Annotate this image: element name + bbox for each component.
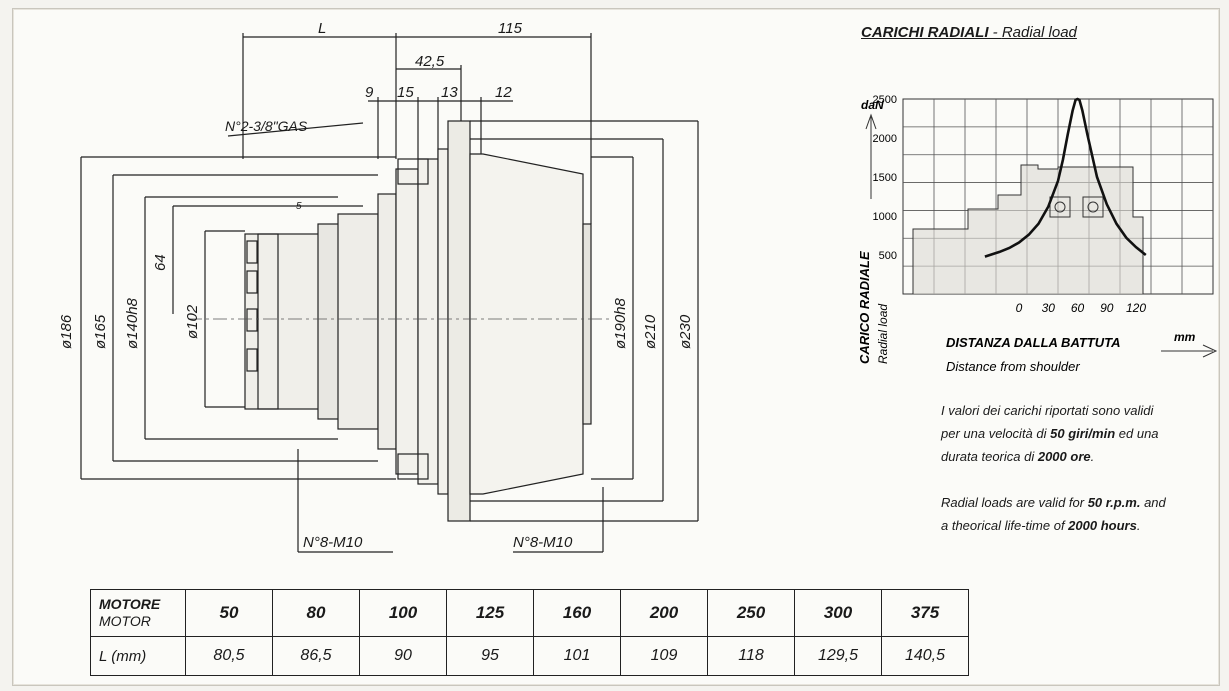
row-label: L (mm) [90,636,186,676]
gas-thread-label: N°2-3/8"GAS [225,118,308,134]
chart-y-tick-label: 2000 [873,133,897,145]
chart-title-sep: - [988,24,1002,41]
chart-y-arrow [865,113,877,199]
chart-bearing-right [1082,196,1104,218]
dia-210-label: ø210 [642,314,659,349]
dia-102-label: ø102 [184,304,201,339]
length-cell: 109 [620,636,708,676]
chart-bearing-left-ball [1054,201,1066,213]
length-cell: 129,5 [794,636,882,676]
motor-cell: 300 [794,589,882,637]
motor-cell: 200 [620,589,708,637]
length-cell: 101 [533,636,621,676]
dia-190-label: ø190h8 [612,297,629,349]
length-cell: 86,5 [272,636,360,676]
note-en-1a: Radial loads are valid for [941,495,1088,510]
note-en-2a: a theorical life-time of [941,518,1069,533]
dim-115-label: 115 [498,20,523,37]
radial-load-chart: 500 1000 1500 2000 2500 0 30 60 90 120 daN CARICO R… [857,94,1218,374]
motor-cell: 100 [359,589,447,637]
gearbox-drawing: L 115 42,5 9 15 13 12 N°2-3/8"GAS 5 64 ø… [58,20,699,553]
length-cell: 140,5 [881,636,969,676]
header-motor: MOTOR [99,613,151,629]
dia-230-label: ø230 [677,314,694,349]
chart-x-tick-label: 0 [1016,301,1023,315]
chart-y-label: CARICO RADIALE [857,251,872,364]
chart-x-label-sub: Distance from shoulder [946,359,1080,374]
chart-y-unit: daN [861,98,884,112]
chart-shaft-outline [912,164,1144,294]
dia-165-label: ø165 [92,314,109,349]
chart-x-tick-label: 90 [1100,301,1114,315]
dim-l-label: L [318,20,326,37]
chart-y-tick-label: 500 [879,250,897,262]
length-cell: 80,5 [185,636,273,676]
note-en-line-2: a theorical life-time of 2000 hours. [941,514,1226,537]
chart-title: CARICHI RADIALI - Radial load [861,24,1077,41]
note-en-line-1: Radial loads are valid for 50 r.p.m. and [941,491,1226,514]
note-en-2b: 2000 hours [1068,518,1137,533]
chart-y-tick-label: 1500 [873,172,897,184]
chart-x-tick-label: 60 [1071,301,1085,315]
dia-186-label: ø186 [58,314,75,349]
m10-right-label: N°8-M10 [513,534,573,551]
note-it-line-3: durata teorica di 2000 ore. [941,445,1226,468]
dim-13-label: 13 [441,84,458,101]
chart-y-tick-label: 1000 [873,211,897,223]
chart-y-label-sub: Radial load [876,304,890,364]
dim-5-label: 5 [296,201,302,212]
dim-64-label: 64 [152,254,169,271]
motor-cell: 80 [272,589,360,637]
chart-bearing-right-ball [1087,201,1099,213]
length-cell: 118 [707,636,795,676]
motor-cell: 375 [881,589,969,637]
header-motore: MOTORE [99,596,161,612]
chart-bearing-left [1049,196,1071,218]
note-en-2c: . [1136,518,1141,533]
note-it-line-1: I valori dei carichi riportati sono vali… [941,403,1154,418]
note-it-3a: durata teorica di [941,449,1038,464]
dim-9-label: 9 [365,84,374,101]
chart-x-arrow [1161,344,1218,358]
note-italian: I valori dei carichi riportati sono vali… [941,399,1226,468]
chart-x-tick-label: 30 [1042,301,1056,315]
note-it-2a: per una velocità di [941,426,1051,441]
note-it-2b: 50 giri/min [1050,426,1116,441]
chart-title-main: CARICHI RADIALI [861,24,989,41]
chart-x-tick-label: 120 [1126,301,1146,315]
note-it-3b: 2000 ore [1037,449,1091,464]
dim-12-label: 12 [495,84,512,101]
chart-load-curve [984,97,1147,258]
note-it-3c: . [1090,449,1095,464]
datasheet-page: L 115 42,5 9 15 13 12 N°2-3/8"GAS 5 64 ø… [12,8,1220,686]
m10-left-label: N°8-M10 [303,534,363,551]
note-it-line-2: per una velocità di 50 giri/min ed una [941,422,1226,445]
note-it-2c: ed una [1115,426,1159,441]
note-en-1b: 50 r.p.m. [1087,495,1141,510]
chart-x-unit: mm [1174,330,1196,344]
dia-140-label: ø140h8 [124,297,141,349]
dim-15-label: 15 [397,84,414,101]
dim-42-5-label: 42,5 [415,53,445,70]
motor-cell: 250 [707,589,795,637]
motor-cell: 50 [185,589,273,637]
chart-title-sub: Radial load [1001,24,1077,41]
chart-y-tick-label: 2500 [873,94,897,106]
note-english: Radial loads are valid for 50 r.p.m. and… [941,491,1226,537]
length-cell: 95 [446,636,534,676]
chart-x-label: DISTANZA DALLA BATTUTA [946,335,1121,350]
note-en-1c: and [1140,495,1166,510]
motor-cell: 160 [533,589,621,637]
motor-cell: 125 [446,589,534,637]
length-cell: 90 [359,636,447,676]
table-row-length: L (mm) 80,5 86,5 90 95 101 109 118 129,5… [90,636,969,676]
